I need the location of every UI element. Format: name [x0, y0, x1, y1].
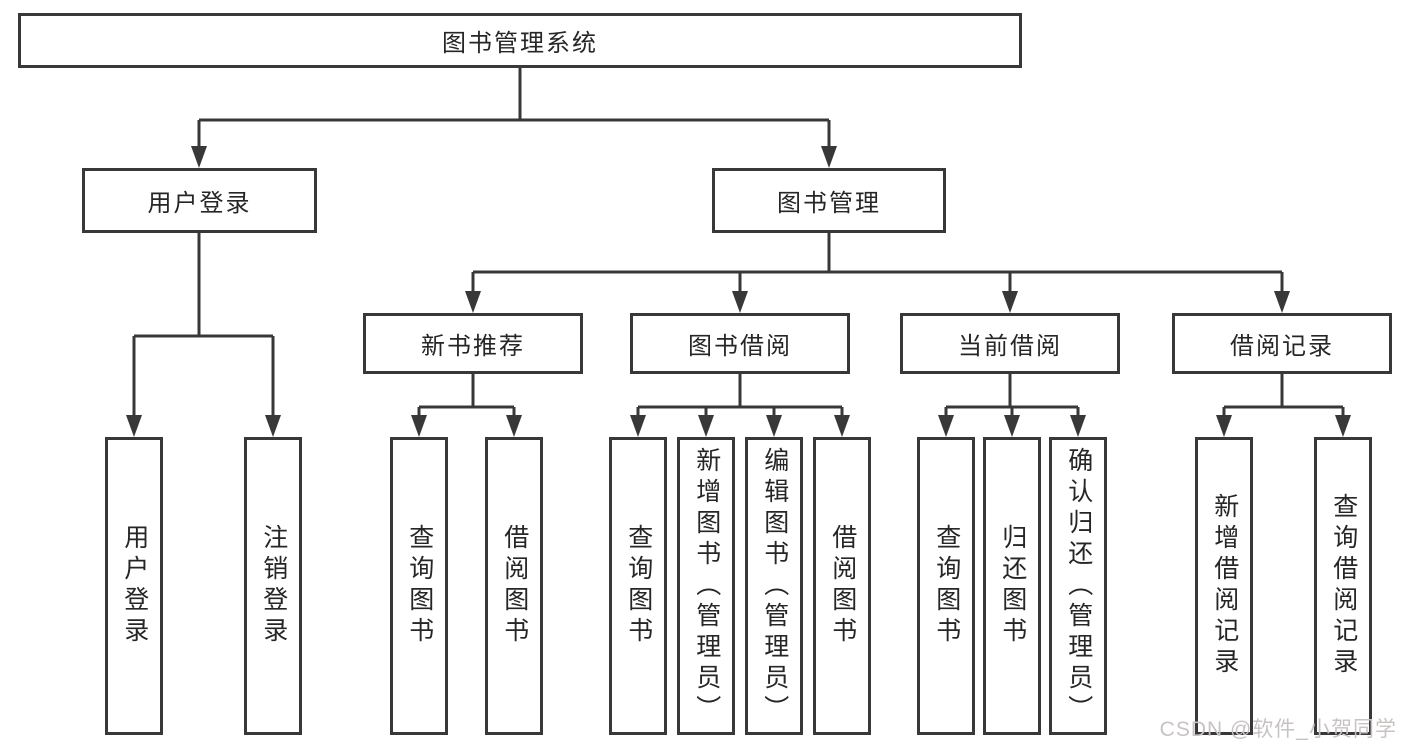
node-new-book-recommend: 新书推荐	[363, 313, 583, 374]
leaf-bb-edit-books-admin: 编辑图书（管理员）	[745, 437, 803, 735]
leaf-br-add-record: 新增借阅记录	[1195, 437, 1253, 735]
node-current-borrow: 当前借阅	[900, 313, 1120, 374]
leaf-cb-return-books: 归还图书	[983, 437, 1041, 735]
leaf-nb-query-books-label: 查询图书	[405, 524, 434, 648]
node-book-management-label: 图书管理	[777, 190, 881, 217]
leaf-nb-borrow-books: 借阅图书	[485, 437, 543, 735]
leaf-br-query-record-label: 查询借阅记录	[1329, 493, 1358, 679]
leaf-bb-borrow-books-label: 借阅图书	[828, 524, 857, 648]
leaf-br-add-record-label: 新增借阅记录	[1210, 493, 1239, 679]
node-user-login: 用户登录	[82, 168, 317, 233]
node-root-label: 图书管理系统	[442, 30, 598, 57]
leaf-bb-query-books-label: 查询图书	[624, 524, 653, 648]
leaf-cb-return-books-label: 归还图书	[998, 524, 1027, 648]
leaf-cb-query-books-label: 查询图书	[932, 524, 961, 648]
leaf-bb-add-books-admin-label: 新增图书（管理员）	[692, 446, 721, 726]
node-borrow-records-label: 借阅记录	[1230, 333, 1334, 360]
leaf-user-login-label: 用户登录	[120, 524, 149, 648]
node-current-borrow-label: 当前借阅	[958, 333, 1062, 360]
leaf-cb-confirm-return-admin: 确认归还（管理员）	[1049, 437, 1107, 735]
arrowheads	[126, 146, 1351, 437]
leaf-bb-query-books: 查询图书	[609, 437, 667, 735]
leaf-bb-add-books-admin: 新增图书（管理员）	[677, 437, 735, 735]
leaf-logout-label: 注销登录	[259, 524, 288, 648]
leaf-bb-edit-books-admin-label: 编辑图书（管理员）	[760, 446, 789, 726]
node-book-borrow-label: 图书借阅	[688, 333, 792, 360]
leaf-bb-borrow-books: 借阅图书	[813, 437, 871, 735]
node-borrow-records: 借阅记录	[1172, 313, 1392, 374]
leaf-cb-query-books: 查询图书	[917, 437, 975, 735]
leaf-br-query-record: 查询借阅记录	[1314, 437, 1372, 735]
node-root: 图书管理系统	[18, 13, 1022, 68]
connector-paths	[132, 68, 1345, 419]
leaf-nb-query-books: 查询图书	[390, 437, 448, 735]
leaf-user-login: 用户登录	[105, 437, 163, 735]
leaf-logout: 注销登录	[244, 437, 302, 735]
leaf-nb-borrow-books-label: 借阅图书	[500, 524, 529, 648]
node-new-book-recommend-label: 新书推荐	[421, 333, 525, 360]
node-user-login-label: 用户登录	[147, 190, 252, 217]
watermark: CSDN @软件_小贺同学	[1159, 718, 1397, 741]
leaf-cb-confirm-return-admin-label: 确认归还（管理员）	[1064, 446, 1093, 726]
node-book-borrow: 图书借阅	[630, 313, 850, 374]
node-book-management: 图书管理	[712, 168, 946, 233]
